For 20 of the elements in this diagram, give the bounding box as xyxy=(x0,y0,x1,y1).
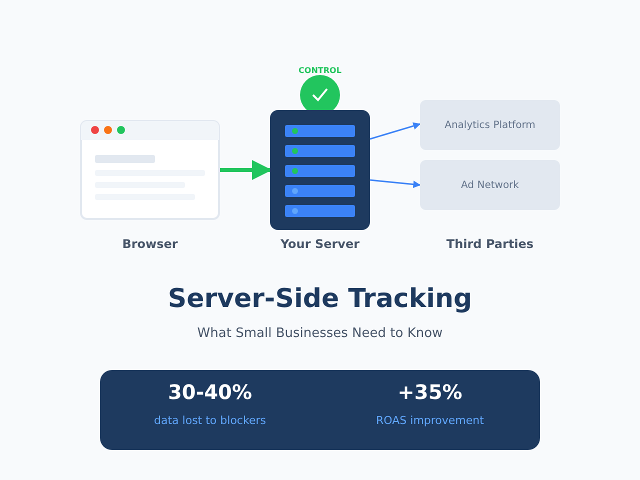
subtitle: What Small Businesses Need to Know xyxy=(196,326,444,341)
stats-panel xyxy=(100,370,540,450)
service-name: Analytics Platform xyxy=(444,120,536,130)
browser-window-drawing xyxy=(80,120,220,220)
stat-value: 30-40% xyxy=(166,380,253,404)
stat-description: ROAS improvement xyxy=(375,414,485,427)
node-caption: Your Server xyxy=(279,237,361,251)
group-caption: Third Parties xyxy=(445,237,535,251)
arrow xyxy=(220,160,272,180)
arrow xyxy=(370,122,421,140)
arrow xyxy=(370,179,421,188)
service-box xyxy=(420,160,560,210)
server-drawing xyxy=(270,110,370,230)
badge-label: CONTROL xyxy=(298,66,342,75)
service-box xyxy=(420,100,560,150)
title: Server-Side Tracking xyxy=(166,284,474,314)
stat-description: data lost to blockers xyxy=(153,414,267,427)
stat-value: +35% xyxy=(396,380,464,404)
service-name: Ad Network xyxy=(461,180,519,190)
node-caption: Browser xyxy=(121,237,179,251)
